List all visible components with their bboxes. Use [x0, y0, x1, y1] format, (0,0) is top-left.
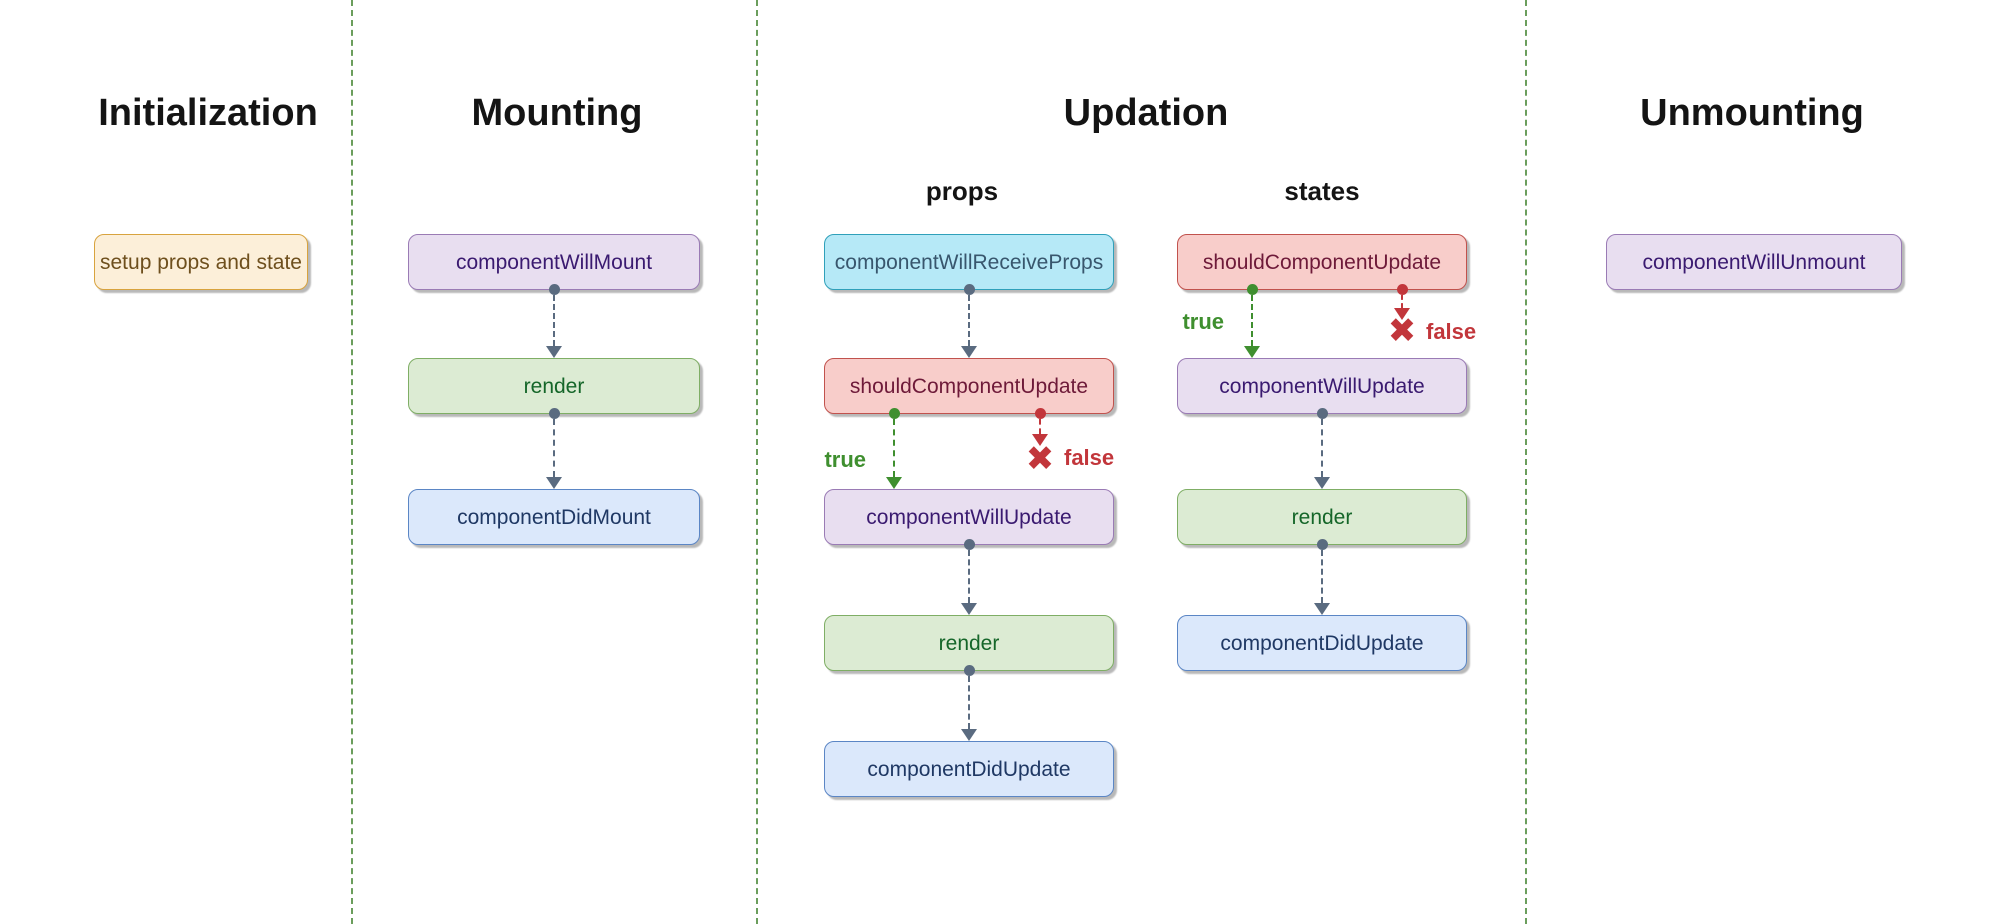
- section-title-mounting: Mounting: [471, 92, 643, 134]
- section-title-updation: Updation: [1063, 92, 1229, 134]
- subcolumn-heading-states: states: [1284, 176, 1360, 206]
- box-component-will-receive-props: componentWillReceiveProps: [824, 234, 1114, 290]
- false-x-icon: ✖: [1387, 311, 1417, 351]
- box-component-will-update-states: componentWillUpdate: [1177, 358, 1467, 414]
- arrowhead-down-icon: [1244, 346, 1260, 358]
- branch-label-false: false: [1426, 319, 1477, 344]
- box-label: componentWillUpdate: [1219, 374, 1425, 398]
- arrowhead-down-icon: [546, 477, 562, 489]
- box-label: componentWillReceiveProps: [834, 250, 1104, 274]
- box-render-mounting: render: [408, 358, 700, 414]
- arrow-dashed-line: [553, 295, 555, 346]
- subcolumn-heading-props: props: [925, 176, 999, 206]
- box-component-will-update-props: componentWillUpdate: [824, 489, 1114, 545]
- false-branch-arrow: [1394, 284, 1410, 320]
- arrow-dashed-line: [1039, 419, 1041, 434]
- true-branch-arrow: [886, 408, 902, 489]
- true-branch-arrow: [1244, 284, 1260, 358]
- box-should-component-update-states: shouldComponentUpdate: [1177, 234, 1467, 290]
- arrow-start-dot: [963, 539, 975, 550]
- box-label: render: [523, 374, 585, 398]
- flow-arrow: [546, 408, 562, 489]
- divider-line: [351, 0, 353, 924]
- arrow-start-dot: [963, 665, 975, 676]
- box-component-did-mount: componentDidMount: [408, 489, 700, 545]
- box-setup-props-and-state: setup props and state: [94, 234, 308, 290]
- section-title-unmounting: Unmounting: [1640, 92, 1864, 134]
- divider-line: [756, 0, 758, 924]
- box-should-component-update-props: shouldComponentUpdate: [824, 358, 1114, 414]
- box-label: componentDidUpdate: [867, 757, 1071, 781]
- box-label: componentDidUpdate: [1220, 631, 1424, 655]
- arrow-dashed-line: [1321, 550, 1323, 603]
- box-label: render: [938, 631, 1000, 655]
- arrowhead-down-icon: [886, 477, 902, 489]
- divider-line: [1525, 0, 1527, 924]
- box-label: componentDidMount: [457, 505, 651, 529]
- arrow-dashed-line: [1251, 295, 1253, 346]
- arrow-dashed-line: [968, 676, 970, 729]
- arrowhead-down-icon: [546, 346, 562, 358]
- box-label: componentWillMount: [455, 250, 653, 274]
- arrowhead-down-icon: [961, 729, 977, 741]
- arrow-start-dot: [1396, 284, 1408, 295]
- flow-arrow: [961, 539, 977, 615]
- box-label: componentWillUpdate: [866, 505, 1072, 529]
- arrow-dashed-line: [968, 550, 970, 603]
- branch-label-false: false: [1064, 445, 1115, 470]
- arrow-start-dot: [548, 284, 560, 295]
- box-label: setup props and state: [100, 250, 302, 274]
- box-component-will-unmount: componentWillUnmount: [1606, 234, 1902, 290]
- arrow-start-dot: [888, 408, 900, 419]
- box-render-props: render: [824, 615, 1114, 671]
- arrow-start-dot: [1034, 408, 1046, 419]
- arrow-dashed-line: [1401, 295, 1403, 308]
- flow-arrow: [1314, 408, 1330, 489]
- arrow-start-dot: [963, 284, 975, 295]
- arrowhead-down-icon: [961, 603, 977, 615]
- box-label: shouldComponentUpdate: [1202, 250, 1442, 274]
- arrowhead-down-icon: [1394, 308, 1410, 320]
- section-title-initialization: Initialization: [98, 92, 318, 134]
- arrow-start-dot: [1316, 539, 1328, 550]
- false-branch-arrow: [1032, 408, 1048, 446]
- box-render-states: render: [1177, 489, 1467, 545]
- arrow-start-dot: [1316, 408, 1328, 419]
- box-label: render: [1291, 505, 1353, 529]
- false-x-icon: ✖: [1025, 439, 1055, 479]
- arrowhead-down-icon: [1032, 434, 1048, 446]
- arrow-dashed-line: [893, 419, 895, 477]
- box-label: shouldComponentUpdate: [849, 374, 1089, 398]
- box-label: componentWillUnmount: [1642, 250, 1866, 274]
- flow-arrow: [1314, 539, 1330, 615]
- arrowhead-down-icon: [961, 346, 977, 358]
- box-component-did-update-states: componentDidUpdate: [1177, 615, 1467, 671]
- flow-arrow: [961, 665, 977, 741]
- arrow-dashed-line: [968, 295, 970, 346]
- box-component-did-update-props: componentDidUpdate: [824, 741, 1114, 797]
- arrowhead-down-icon: [1314, 477, 1330, 489]
- flow-arrow: [961, 284, 977, 358]
- flow-arrow: [546, 284, 562, 358]
- branch-label-true: true: [824, 447, 866, 472]
- arrow-dashed-line: [1321, 419, 1323, 477]
- box-component-will-mount: componentWillMount: [408, 234, 700, 290]
- arrow-start-dot: [548, 408, 560, 419]
- arrow-start-dot: [1246, 284, 1258, 295]
- arrow-dashed-line: [553, 419, 555, 477]
- branch-label-true: true: [1182, 309, 1224, 334]
- arrowhead-down-icon: [1314, 603, 1330, 615]
